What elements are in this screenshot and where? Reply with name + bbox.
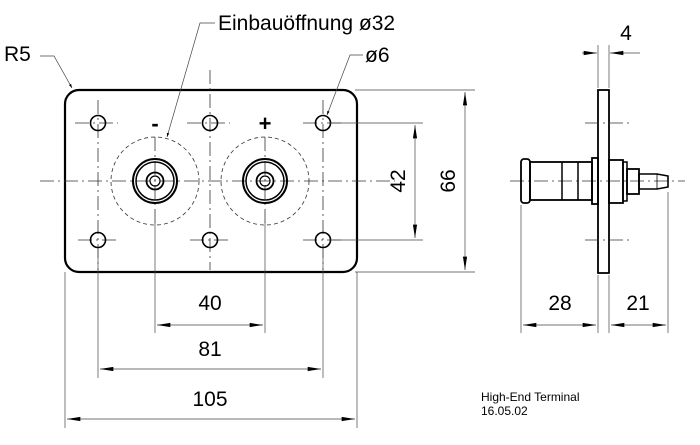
mounting-hole <box>89 114 107 132</box>
corner-radius-label: R5 <box>4 43 31 66</box>
terminal-positive <box>220 136 310 226</box>
dimension-21-label: 21 <box>626 292 649 315</box>
dimension-81-label: 81 <box>198 338 221 361</box>
corner-radius-leader <box>40 55 73 89</box>
mounting-hole <box>201 231 219 249</box>
dimension-105-label: 105 <box>192 388 227 411</box>
mounting-hole <box>201 114 219 132</box>
drawing-date: 16.05.02 <box>481 404 528 418</box>
solder-stud <box>638 173 669 190</box>
terminal-negative <box>110 136 200 226</box>
mounting-hole <box>89 231 107 249</box>
dimension-42-label: 42 <box>387 169 410 192</box>
drawing-title: High-End Terminal <box>481 390 580 404</box>
rear-collar <box>626 168 640 195</box>
polarity-negative-label: - <box>151 111 158 136</box>
dimension-66-label: 66 <box>437 169 460 192</box>
dimension-40-label: 40 <box>198 292 221 315</box>
side-plate <box>597 89 610 274</box>
mounting-opening-label: Einbauöffnung ø32 <box>218 12 395 35</box>
dimension-28-label: 28 <box>548 292 571 315</box>
mounting-opening-leader <box>166 22 215 138</box>
side-view: 4 28 21 <box>510 22 685 333</box>
dimension-4-label: 4 <box>620 22 632 45</box>
front-view: - + R5 Einbauöffnung ø32 ø6 42 66 40 81 <box>4 12 475 428</box>
front-flange <box>591 157 599 205</box>
hole-diameter-leader <box>326 54 363 116</box>
hole-diameter-label: ø6 <box>365 44 390 67</box>
polarity-positive-label: + <box>259 111 272 136</box>
rear-nut <box>608 159 624 204</box>
